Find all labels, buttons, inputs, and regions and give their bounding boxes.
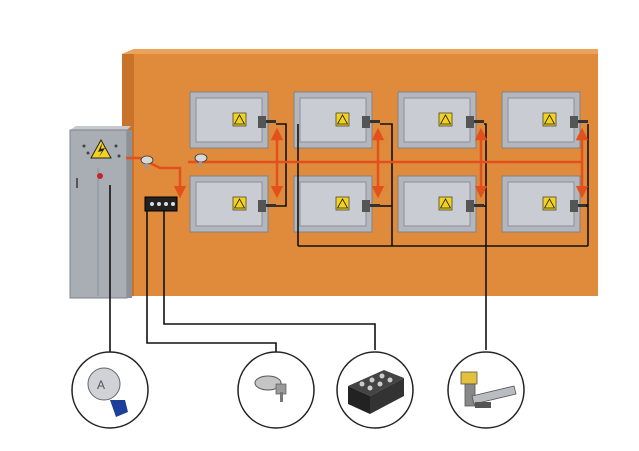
key-icon — [194, 153, 208, 167]
warning-sign-icon — [542, 196, 557, 211]
component-leader-wires — [109, 185, 487, 358]
interlocked-door — [293, 91, 380, 149]
warning-triangle-icon — [233, 114, 246, 125]
interlocked-door — [397, 175, 484, 233]
warning-sign-icon — [232, 196, 247, 211]
door-row-lower — [189, 175, 588, 233]
wall-face — [134, 54, 598, 296]
door-lock-icon — [466, 200, 484, 212]
warning-triangle-icon — [439, 114, 452, 125]
door-row-upper — [189, 91, 588, 149]
cabinet-dot — [82, 144, 86, 148]
cabinet-handle — [76, 178, 78, 188]
warning-triangle-icon — [233, 198, 246, 209]
key-exchange-box — [144, 196, 178, 212]
door-lock-icon — [570, 116, 588, 128]
component-key-exchange-box — [336, 351, 414, 429]
key-icon — [254, 375, 282, 391]
door-lock-icon — [362, 200, 380, 212]
cabinet-dot — [117, 154, 121, 158]
key-path-from-cabinet — [126, 156, 187, 199]
interlocked-door — [189, 91, 276, 149]
door-lock-icon — [362, 116, 380, 128]
interlocked-door — [501, 175, 588, 233]
cabinet-top — [70, 126, 131, 130]
door-lock-icon — [570, 200, 588, 212]
warning-triangle-icon — [543, 198, 556, 209]
cabinet-dot — [86, 151, 90, 155]
component-key-release — [237, 351, 315, 429]
key-flow-arrows — [126, 127, 589, 199]
warning-sign-icon — [438, 112, 453, 127]
main-cabinet — [69, 126, 132, 299]
warning-sign-icon — [542, 112, 557, 127]
warning-sign-icon — [335, 112, 350, 127]
warning-sign-icon — [438, 196, 453, 211]
key-icon — [140, 155, 154, 169]
cabinet-side — [127, 130, 132, 298]
component-door-lock — [447, 351, 525, 429]
interlocked-door — [501, 91, 588, 149]
key-exchange-box-icon — [348, 370, 404, 414]
wall-top — [122, 49, 598, 54]
interlocked-door — [189, 175, 276, 233]
warning-sign-icon — [335, 196, 350, 211]
door-lock-icon — [258, 200, 276, 212]
cabinet-dot — [114, 144, 118, 148]
component-key-switch: A — [71, 351, 149, 429]
key-switch-letter: A — [97, 378, 105, 392]
warning-triangle-icon — [336, 198, 349, 209]
cabinet-indicator-red — [97, 173, 103, 179]
key-switch-icon — [87, 367, 121, 401]
warning-triangle-icon — [543, 114, 556, 125]
lightning-bolt-icon — [98, 143, 105, 157]
bolt-lock-icon — [460, 371, 517, 408]
warning-triangle-icon — [439, 198, 452, 209]
interlocked-door — [397, 91, 484, 149]
wall — [122, 49, 598, 298]
door-lock-icon — [258, 116, 276, 128]
interlocked-door — [293, 175, 380, 233]
door-lock-icon — [466, 116, 484, 128]
warning-sign-icon — [232, 112, 247, 127]
warning-triangle-icon — [336, 114, 349, 125]
